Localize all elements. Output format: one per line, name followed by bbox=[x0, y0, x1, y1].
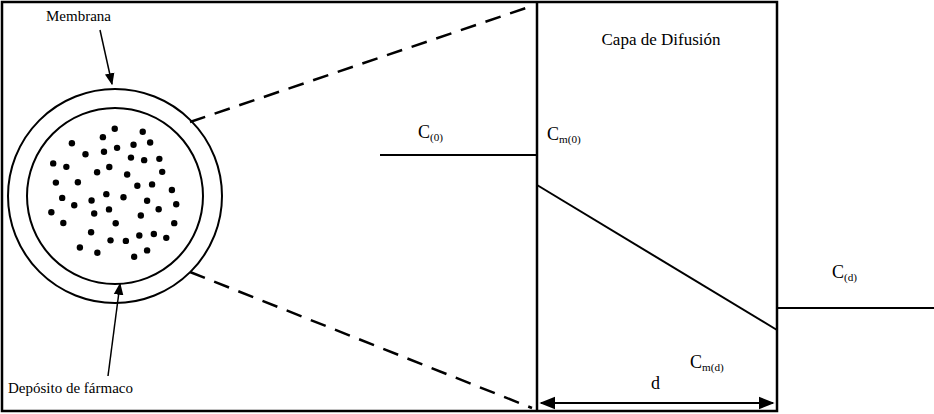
drug-particle bbox=[171, 220, 177, 226]
drug-particle bbox=[107, 237, 113, 243]
drug-particle bbox=[123, 238, 129, 244]
concentration-gradient bbox=[537, 185, 777, 330]
concentration-label: C(0) bbox=[418, 122, 443, 144]
drug-particle bbox=[53, 179, 59, 185]
drug-particle bbox=[136, 232, 142, 238]
drug-particle bbox=[173, 201, 179, 207]
drug-particle bbox=[101, 149, 107, 155]
dimension-label: d bbox=[651, 373, 660, 394]
drug-particle bbox=[144, 247, 150, 253]
drug-particle bbox=[141, 157, 147, 163]
drug-particle bbox=[155, 206, 161, 212]
drug-particle bbox=[156, 156, 162, 162]
concentration-label: C(d) bbox=[832, 262, 857, 284]
concentration-level bbox=[380, 154, 537, 156]
drug-particle bbox=[169, 187, 175, 193]
leader-arrow bbox=[108, 284, 120, 376]
concentration-label: Cm(d) bbox=[690, 352, 724, 374]
part-label: Membrana bbox=[46, 8, 111, 25]
drug-particle bbox=[112, 220, 118, 226]
drug-particle bbox=[134, 183, 140, 189]
outer-frame bbox=[2, 2, 777, 411]
drug-particle bbox=[88, 229, 94, 235]
drug-particle bbox=[71, 202, 77, 208]
membrane-inner bbox=[27, 108, 203, 284]
drug-particle bbox=[82, 151, 88, 157]
drug-particle bbox=[112, 126, 118, 132]
drug-particle bbox=[120, 194, 126, 200]
concentration-label: Cm(0) bbox=[547, 124, 581, 146]
drug-particle bbox=[114, 145, 120, 151]
zoom-line bbox=[190, 272, 532, 408]
drug-particle bbox=[128, 154, 134, 160]
drug-particle bbox=[91, 210, 97, 216]
layer-wall bbox=[536, 2, 539, 411]
drug-particle bbox=[94, 169, 100, 175]
drug-particle bbox=[60, 220, 66, 226]
zoom-line bbox=[190, 6, 532, 122]
diffusion-layer: Capa de Difusión bbox=[539, 4, 783, 50]
drug-particle bbox=[69, 140, 75, 146]
drug-particles bbox=[48, 126, 179, 260]
drug-particle bbox=[151, 231, 157, 237]
concentration-level bbox=[777, 307, 934, 309]
part-label: Depósito de fármaco bbox=[8, 380, 133, 397]
drug-particle bbox=[138, 212, 144, 218]
drug-particle bbox=[159, 169, 165, 175]
drug-particle bbox=[106, 164, 112, 170]
drug-particle bbox=[100, 134, 106, 140]
drug-particle bbox=[140, 129, 146, 135]
drug-particle bbox=[88, 197, 94, 203]
dimension-arrow bbox=[541, 402, 773, 404]
drug-particle bbox=[59, 195, 65, 201]
drug-particle bbox=[131, 254, 137, 260]
drug-particle bbox=[75, 179, 81, 185]
drug-particle bbox=[163, 235, 169, 241]
drug-particle bbox=[147, 139, 153, 145]
drug-particle bbox=[149, 181, 155, 187]
drug-particle bbox=[77, 244, 83, 250]
layer-title: Capa de Difusión bbox=[539, 30, 783, 50]
drug-particle bbox=[144, 198, 150, 204]
drug-particle bbox=[63, 164, 69, 170]
drug-particle bbox=[106, 206, 112, 212]
drug-particle bbox=[103, 191, 109, 197]
leader-arrow bbox=[100, 30, 112, 84]
drug-particle bbox=[94, 250, 100, 256]
drug-particle bbox=[130, 142, 136, 148]
drug-particle bbox=[48, 209, 54, 215]
drug-particle bbox=[124, 171, 130, 177]
drug-particle bbox=[50, 160, 56, 166]
